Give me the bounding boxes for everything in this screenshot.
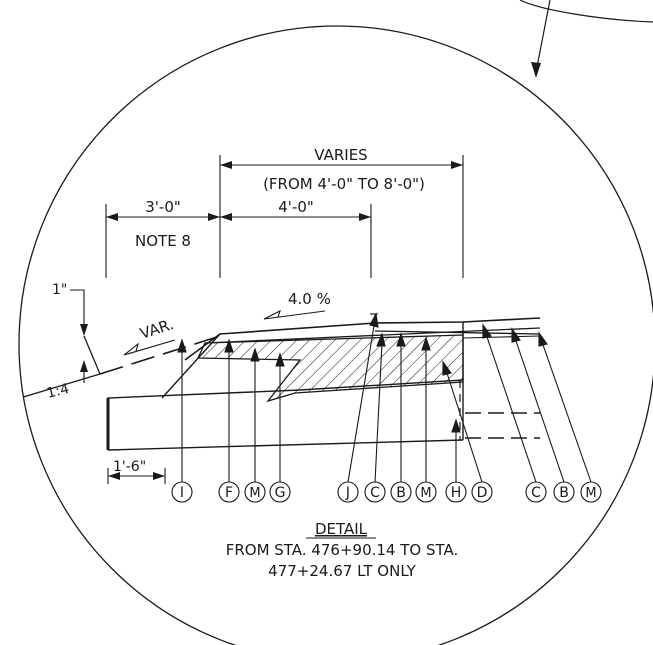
svg-text:C: C [370, 485, 380, 501]
slab-bottom [107, 439, 464, 451]
detail-line1: FROM STA. 476+90.14 TO STA. [226, 541, 459, 559]
dim-varies-range: (FROM 4'-0" TO 8'-0") [263, 175, 425, 193]
svg-text:J: J [345, 485, 350, 501]
arrow-slope [80, 360, 88, 372]
var-arrow-line [123, 339, 176, 356]
callouts: I F M G J C B M H D C B M [171, 481, 602, 503]
callout-I: I [171, 481, 193, 503]
callout-C: C [364, 481, 386, 503]
dim-varies: VARIES [314, 146, 367, 164]
dim-1ft6: 1'-6" [113, 459, 146, 475]
wedge-edge [161, 333, 221, 399]
callout-D: D [471, 481, 493, 503]
svg-text:H: H [451, 485, 462, 501]
one-inch-leader [70, 289, 85, 326]
arrow-one-inch [80, 324, 88, 336]
one-inch-tick [83, 335, 101, 375]
svg-text:D: D [477, 485, 488, 501]
ground-line [19, 373, 101, 405]
arrow-varies-left [220, 161, 232, 169]
callout-G: G [269, 481, 291, 503]
callout-J: J [337, 481, 359, 503]
slope-ratio: 1:4 [45, 381, 71, 402]
svg-text:M: M [249, 486, 260, 501]
svg-text:F: F [225, 485, 233, 501]
arrow-1ft6-left [108, 472, 120, 480]
callout-M-2: M [415, 481, 437, 503]
callout-H: H [445, 481, 467, 503]
svg-text:M: M [585, 486, 596, 501]
svg-text:B: B [396, 485, 406, 501]
cross-slope-label: 4.0 % [288, 290, 331, 308]
callout-M-3: M [580, 481, 602, 503]
dim-3ft: 3'-0" [145, 198, 181, 216]
detail-circle [18, 25, 653, 645]
dim-4ft: 4'-0" [278, 198, 314, 216]
callout-C-2: C [525, 481, 547, 503]
svg-text:G: G [275, 485, 286, 501]
callout-M: M [244, 481, 266, 503]
cross-slope-arrow-head [263, 309, 281, 320]
arrow-4ft-left [220, 213, 232, 221]
arrow-3ft-left [106, 213, 118, 221]
var-arrow-head [123, 342, 139, 356]
arrow-4ft-right [359, 213, 371, 221]
leader-line [535, 0, 551, 73]
callout-F: F [218, 481, 240, 503]
svg-text:B: B [559, 485, 569, 501]
callout-B-2: B [553, 481, 575, 503]
side-slope-dashed [99, 335, 221, 375]
leader-arrowhead [531, 62, 541, 78]
callout-B: B [390, 481, 412, 503]
detail-title: DETAIL [315, 520, 368, 538]
svg-text:I: I [180, 485, 184, 501]
surface-line-4 [462, 335, 541, 339]
arrow-varies-right [451, 161, 463, 169]
dim-note: NOTE 8 [135, 232, 191, 250]
svg-text:C: C [531, 485, 541, 501]
detail-line2: 477+24.67 LT ONLY [268, 562, 417, 580]
arrow-1ft6-right [153, 472, 165, 480]
callout-leaders [177, 312, 592, 483]
dim-one-inch: 1" [52, 282, 67, 298]
base-slab [107, 379, 464, 450]
svg-text:M: M [420, 486, 431, 501]
var-label: VAR. [138, 315, 176, 343]
cross-slope-arrow-line [263, 310, 326, 320]
outer-circle-arc [519, 0, 653, 23]
arrow-3ft-right [208, 213, 220, 221]
